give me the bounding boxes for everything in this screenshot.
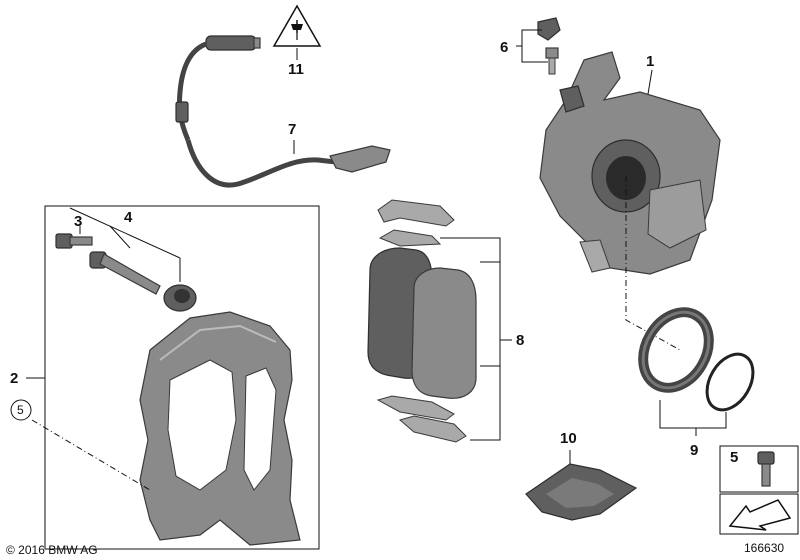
svg-text:5: 5: [730, 449, 738, 466]
piston-seal-kit[interactable]: [630, 300, 762, 418]
direction-arrow-box[interactable]: [719, 493, 799, 535]
grease-sachet[interactable]: [525, 463, 638, 521]
direction-arrow-icon: [728, 499, 792, 531]
copyright-text: © 2016 BMW AG: [6, 543, 98, 557]
label-2: 2: [10, 370, 18, 387]
label-6: 6: [500, 39, 508, 56]
label-4: 4: [124, 209, 133, 226]
brake-caliper[interactable]: [539, 51, 721, 275]
wear-sensor-cable[interactable]: [175, 35, 391, 188]
label-9: 9: [690, 442, 698, 459]
svg-text:5: 5: [17, 403, 24, 417]
diagram-id: 166630: [744, 541, 784, 555]
part-5-box[interactable]: 5: [719, 445, 799, 493]
label-10: 10: [560, 430, 577, 447]
label-8: 8: [516, 332, 524, 349]
carrier-bolt[interactable]: [55, 233, 93, 249]
circled-reference-5[interactable]: 5: [10, 399, 32, 421]
caliper-carrier-bracket[interactable]: [139, 311, 301, 546]
brake-pads-set[interactable]: [367, 199, 477, 443]
bleeder-screw-cap[interactable]: [537, 17, 561, 75]
label-1: 1: [646, 53, 654, 70]
label-7: 7: [288, 121, 296, 138]
guide-pin[interactable]: [89, 251, 197, 312]
label-3: 3: [74, 213, 82, 230]
electrical-warning-triangle-icon[interactable]: [272, 4, 322, 47]
label-11: 11: [288, 61, 304, 78]
